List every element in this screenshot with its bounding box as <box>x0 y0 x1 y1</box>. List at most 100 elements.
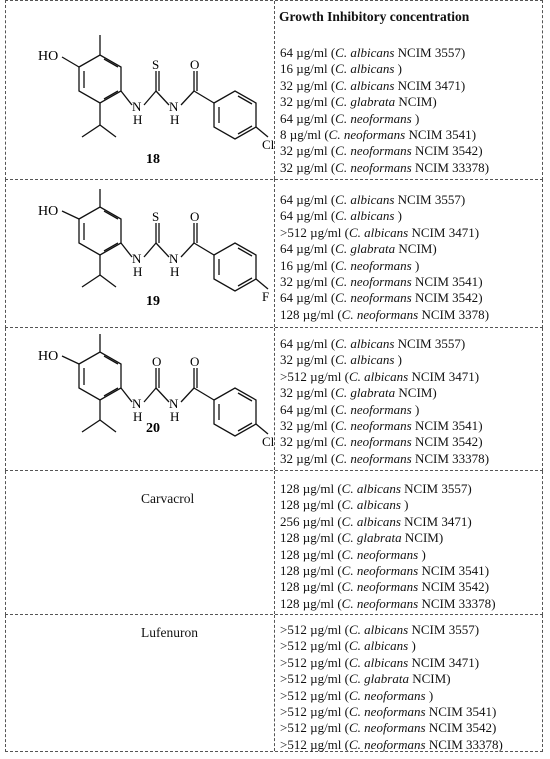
concentration: 32 µg/ml <box>280 450 328 466</box>
hydroxyl-label: HO <box>38 204 58 219</box>
species-name: C. neoformans <box>341 306 419 322</box>
species-name: C. neoformans <box>328 127 406 143</box>
species-name: C. neoformans <box>335 257 412 273</box>
amide-h-label: H <box>170 112 179 127</box>
compound-row-20: HO N H O N H O Cl 20 64 µg/ml (C. albica… <box>5 328 543 471</box>
strain-id: NCIM 3542 <box>414 434 479 450</box>
strain-id: NCIM 3557 <box>397 45 461 60</box>
value-line: 128 µg/ml (C. albicans NCIM 3557) <box>280 481 472 496</box>
species-name: C. albicans <box>349 368 409 384</box>
molecule-20-structure: HO N H O N H O Cl 20 <box>38 334 274 449</box>
value-line: >512 µg/ml (C. neoformans NCIM 33378) <box>280 736 503 752</box>
concentration: 64 µg/ml <box>280 290 328 306</box>
concentration: 32 µg/ml <box>280 434 328 450</box>
species-name: C. glabrata <box>335 241 396 257</box>
value-line: >512 µg/ml (C. glabrata NCIM) <box>280 671 451 687</box>
species-name: C. neoformans <box>335 450 412 466</box>
concentration: 128 µg/ml <box>280 306 335 322</box>
value-line: 64 µg/ml (C. neoformans ) <box>280 401 420 417</box>
value-line: >512 µg/ml (C. albicans NCIM 3557) <box>280 622 480 637</box>
strain-id: NCIM 3542 <box>414 290 479 306</box>
strain-id: NCIM 3557 <box>411 622 475 637</box>
value-line: 64 µg/ml (C. albicans ) <box>280 208 402 224</box>
species-name: C. neoformans <box>335 159 412 175</box>
substituent-label: Cl <box>262 137 274 152</box>
strain-id: NCIM 3471 <box>411 224 475 240</box>
strain-id: NCIM 3542 <box>414 143 479 159</box>
concentration: >512 µg/ml <box>280 736 342 752</box>
value-line: 32 µg/ml (C. glabrata NCIM) <box>280 94 437 110</box>
value-list: 64 µg/ml (C. albicans NCIM 3557)32 µg/ml… <box>280 336 489 467</box>
strain-id: NCIM 3541 <box>414 418 479 434</box>
concentration: >512 µg/ml <box>280 638 342 654</box>
value-line: 64 µg/ml (C. albicans NCIM 3557) <box>280 336 466 351</box>
concentration: 64 µg/ml <box>280 45 328 60</box>
strain-id: NCIM <box>412 671 447 687</box>
species-name: C. glabrata <box>349 671 409 687</box>
value-line: 32 µg/ml (C. neoformans NCIM 3541) <box>280 274 483 290</box>
concentration: 64 µg/ml <box>280 241 328 257</box>
compound-row-carvacrol: Carvacrol 128 µg/ml (C. albicans NCIM 35… <box>5 471 543 615</box>
value-list: >512 µg/ml (C. albicans NCIM 3557)>512 µ… <box>280 622 503 753</box>
substituent-label: Cl <box>262 434 274 449</box>
compound-row-18: HO N H S N H O Cl 18 64 µg/ml (C. albica… <box>5 0 543 180</box>
strain-id: NCIM 3471 <box>411 368 475 384</box>
concentration: 64 µg/ml <box>280 401 328 417</box>
value-line: 16 µg/ml (C. albicans ) <box>280 61 402 77</box>
value-line: 64 µg/ml (C. albicans NCIM 3557) <box>280 192 466 207</box>
concentration: 32 µg/ml <box>280 385 328 401</box>
hydroxyl-label: HO <box>38 49 58 64</box>
species-name: C. albicans <box>349 622 409 637</box>
value-line: >512 µg/ml (C. albicans ) <box>280 638 416 654</box>
value-line: 128 µg/ml (C. neoformans NCIM 3542) <box>280 579 490 595</box>
value-line: 8 µg/ml (C. neoformans NCIM 3541) <box>280 127 477 143</box>
concentration: 32 µg/ml <box>280 352 328 368</box>
concentration: 128 µg/ml <box>280 579 335 595</box>
concentration: 64 µg/ml <box>280 336 328 351</box>
concentration: >512 µg/ml <box>280 720 342 736</box>
structure-cell: Carvacrol <box>6 471 275 614</box>
value-line: 64 µg/ml (C. neoformans ) <box>280 110 420 126</box>
carbonyl-o-label: O <box>190 209 199 224</box>
compound-name: Carvacrol <box>141 491 195 506</box>
species-name: C. albicans <box>335 77 395 93</box>
strain-id: NCIM 3541 <box>428 704 493 720</box>
strain-id: NCIM 3471 <box>404 513 468 529</box>
heteroatom-label: O <box>152 354 161 369</box>
structure-cell: HO N H O N H O Cl 20 <box>6 328 275 470</box>
concentration: >512 µg/ml <box>280 368 342 384</box>
concentration: 32 µg/ml <box>280 274 328 290</box>
value-line: 64 µg/ml (C. glabrata NCIM) <box>280 241 437 257</box>
concentration: >512 µg/ml <box>280 687 342 703</box>
concentration: 64 µg/ml <box>280 192 328 207</box>
value-line: 32 µg/ml (C. albicans ) <box>280 352 402 368</box>
heteroatom-label: S <box>152 209 159 224</box>
concentration: >512 µg/ml <box>280 224 342 240</box>
value-line: >512 µg/ml (C. neoformans NCIM 3542) <box>280 720 497 736</box>
species-name: C. neoformans <box>349 720 426 736</box>
species-name: C. albicans <box>335 352 395 368</box>
species-name: C. albicans <box>335 208 395 224</box>
species-name: C. albicans <box>335 336 395 351</box>
molecule-19-structure: HO N H S N H O F 19 <box>38 189 269 309</box>
amine-h-label: H <box>133 264 142 279</box>
value-line: >512 µg/ml (C. neoformans NCIM 3541) <box>280 704 497 720</box>
species-name: C. neoformans <box>335 110 412 126</box>
concentration: 16 µg/ml <box>280 61 328 77</box>
value-line: 16 µg/ml (C. neoformans ) <box>280 257 420 273</box>
strain-id: NCIM <box>404 530 439 546</box>
species-name: C. albicans <box>349 638 409 654</box>
strain-id: NCIM 33378 <box>414 450 485 466</box>
amide-h-label: H <box>170 264 179 279</box>
species-name: C. neoformans <box>341 563 419 579</box>
species-name: C. albicans <box>335 61 395 77</box>
substituent-label: F <box>262 289 269 304</box>
value-line: 32 µg/ml (C. neoformans NCIM 3542) <box>280 143 483 159</box>
value-line: >512 µg/ml (C. albicans NCIM 3471) <box>280 224 480 240</box>
structure-cell: HO N H S N H O F 19 <box>6 179 275 327</box>
species-name: C. neoformans <box>335 290 412 306</box>
strain-id: NCIM 3378 <box>421 306 485 322</box>
value-line: >512 µg/ml (C. albicans NCIM 3471) <box>280 654 480 670</box>
amine-n-label: N <box>132 99 142 114</box>
